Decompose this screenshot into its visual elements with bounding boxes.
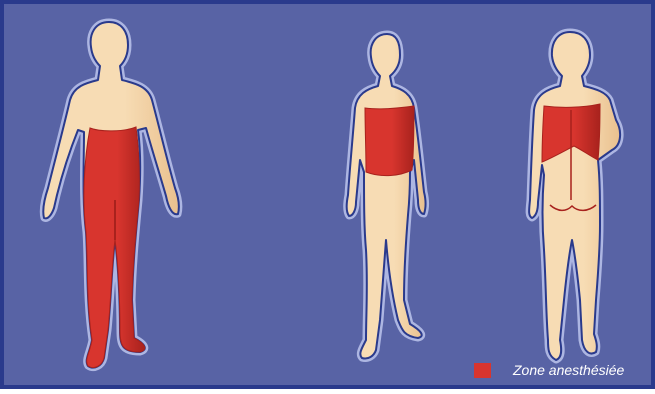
legend-label: Zone anesthésiée	[513, 362, 624, 378]
figure-2-anesthetized-zone	[365, 106, 414, 176]
legend: Zone anesthésiée	[474, 362, 624, 378]
legend-swatch	[474, 363, 491, 378]
